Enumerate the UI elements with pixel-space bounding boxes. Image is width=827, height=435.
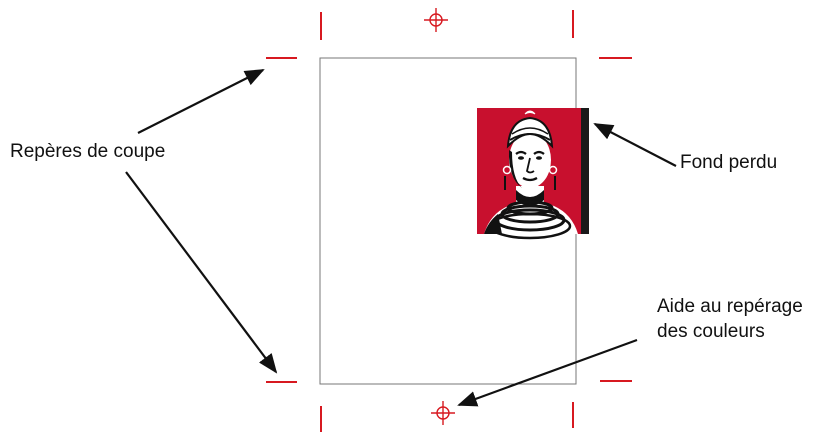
registration-label-line1: Aide au repérage [657,294,803,319]
registration-mark-bottom [431,401,455,425]
bleed-label: Fond perdu [680,150,777,175]
registration-label: Aide au repérage des couleurs [657,294,803,344]
registration-label-line2: des couleurs [657,319,803,344]
arrow-bleed [595,124,676,166]
crop-marks-label: Repères de coupe [10,139,165,164]
arrow-crop-top [138,70,263,133]
registration-mark-top [424,8,448,32]
arrow-crop-bottom [126,172,276,372]
portrait-image [477,108,589,238]
bleed-strip [581,108,589,234]
